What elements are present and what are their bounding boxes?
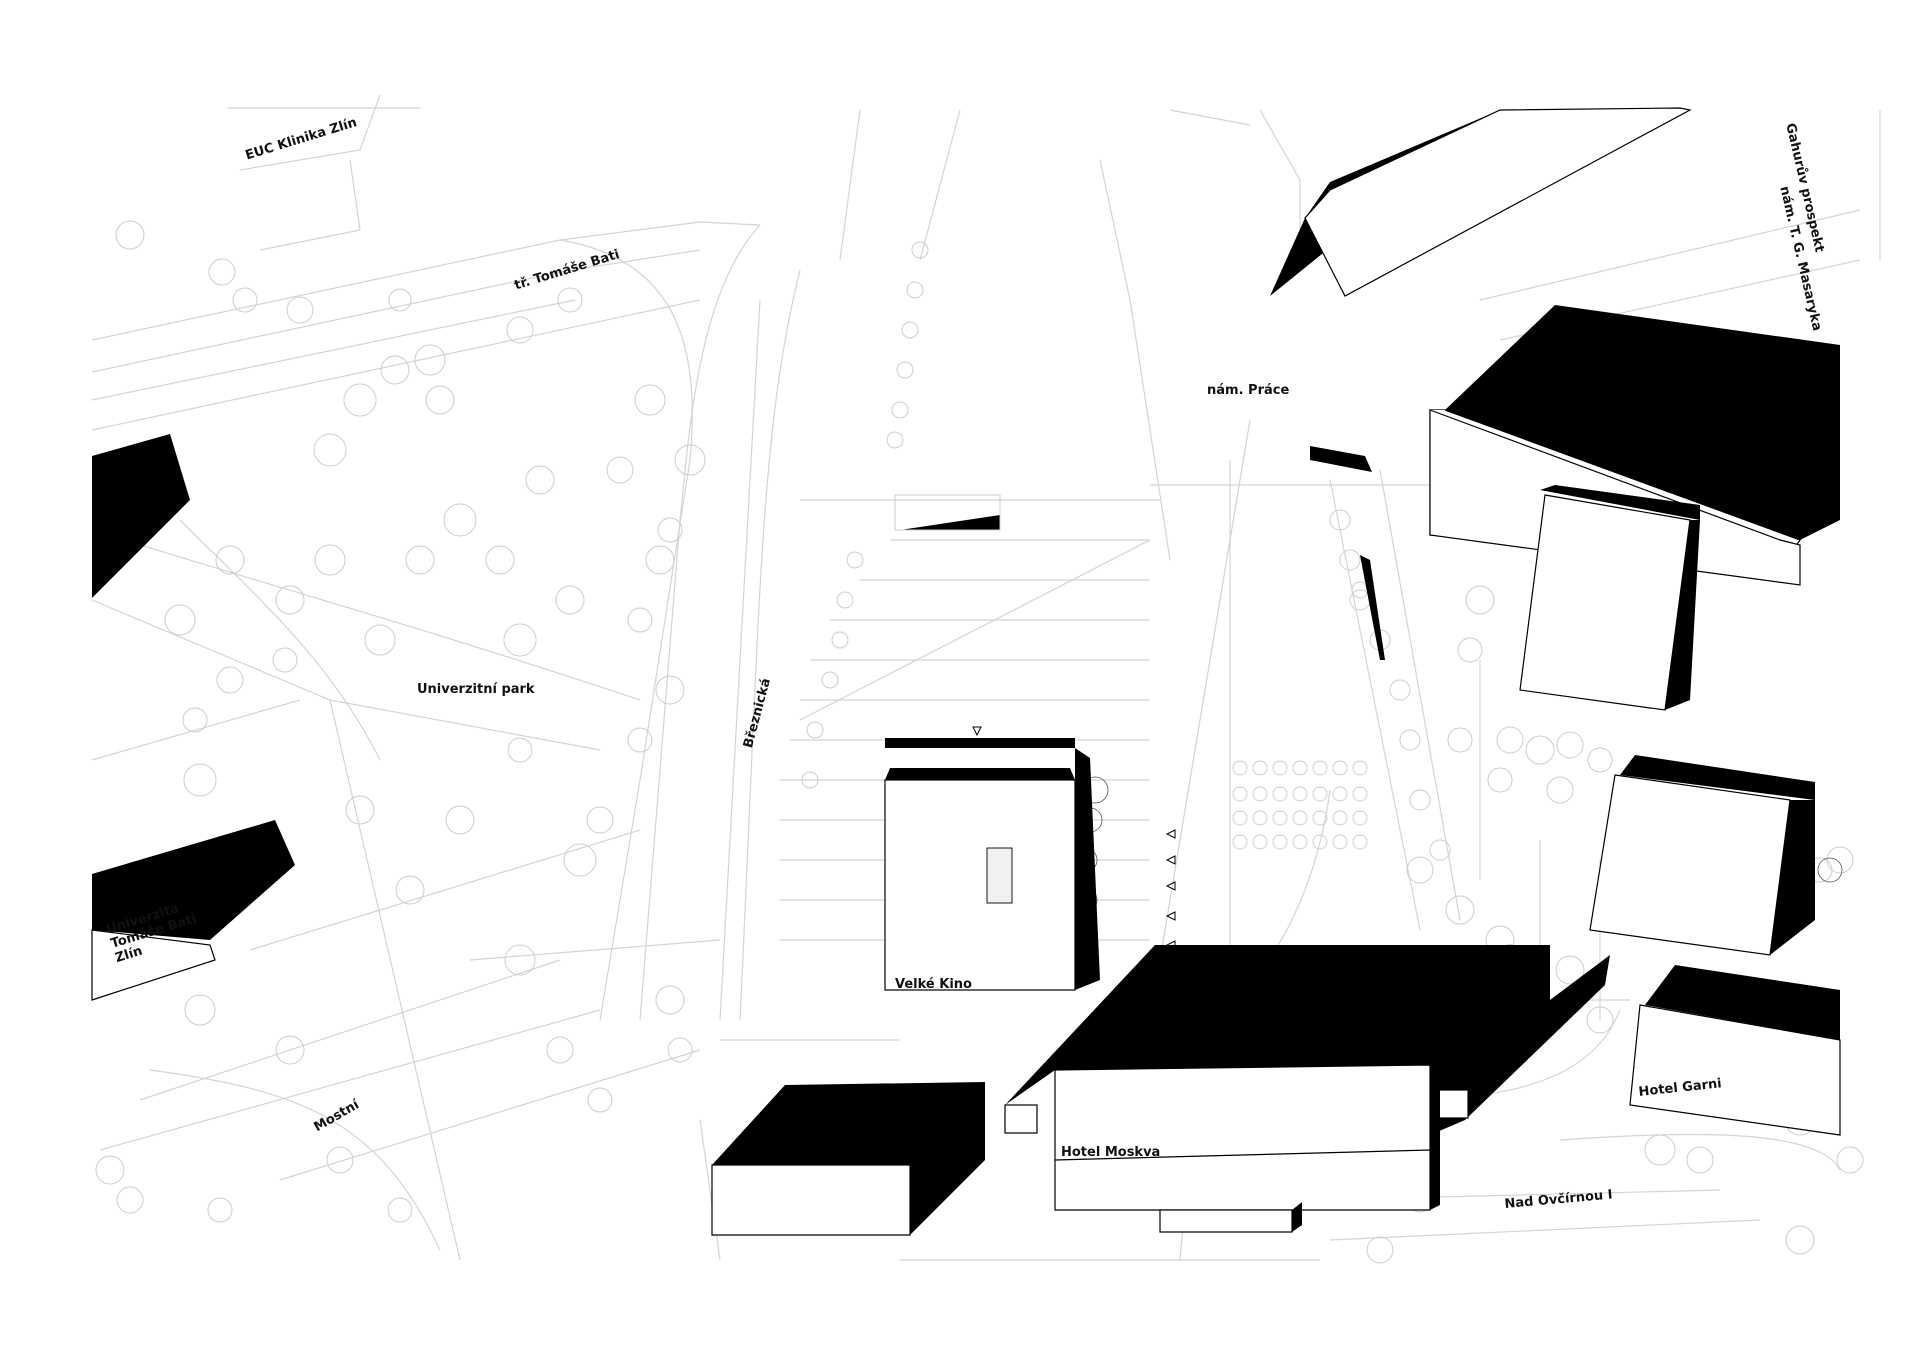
building-university-face [91, 929, 216, 1001]
kiosk-b [1310, 446, 1372, 472]
hotel-moskva-face [1054, 1064, 1431, 1211]
building-right-tower-face [1519, 494, 1691, 711]
label-univerzitni-park: Univerzitní park [417, 682, 535, 697]
building-mid-right-roof [1620, 755, 1815, 800]
street-linework [91, 94, 1881, 1261]
building-right-tower-shadow [1665, 520, 1700, 710]
hotel-garni-roof [1645, 965, 1840, 1040]
velke-kino-shadow [1075, 748, 1100, 990]
building-left-top [92, 434, 190, 598]
building-right-tower-roof [1540, 485, 1700, 520]
hotel-garni-face [1629, 1004, 1841, 1136]
kiosk-c [1360, 555, 1385, 660]
tree-grid [1232, 760, 1368, 850]
kiosk-a [900, 515, 1000, 530]
velke-kino-window [986, 847, 1013, 904]
building-top-slab-face [1304, 107, 1692, 297]
label-velke-kino: Velké Kino [895, 977, 972, 992]
label-nam-prace: nám. Práce [1207, 383, 1290, 398]
velke-kino-roof [885, 768, 1075, 780]
velke-kino-roof-top [885, 738, 1075, 748]
buildings [91, 107, 1841, 1236]
entrance-markers [972, 726, 1176, 950]
label-hotel-moskva: Hotel Moskva [1061, 1145, 1161, 1160]
trees [95, 220, 1864, 1264]
building-university [92, 820, 295, 940]
velke-kino-face [884, 779, 1076, 991]
building-mid-right-face [1589, 774, 1791, 956]
building-lower-left-face [711, 1164, 911, 1236]
building-lower-left [712, 1082, 985, 1235]
